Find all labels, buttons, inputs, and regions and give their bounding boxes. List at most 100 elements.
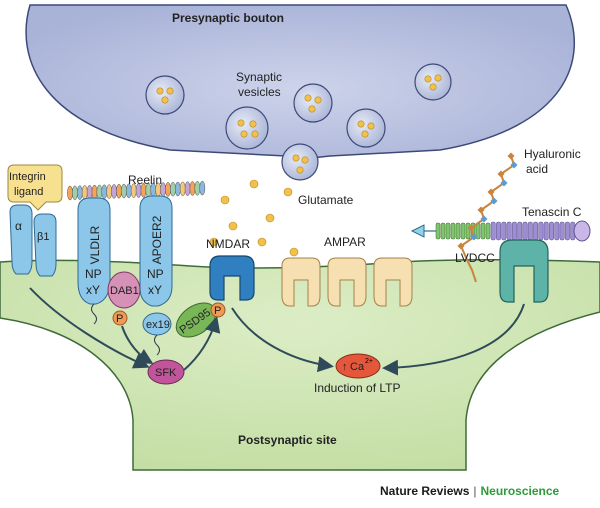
tenascin-egf-segment — [435, 222, 441, 240]
tenascin-fn-segment — [496, 221, 501, 241]
postsynaptic-site-label: Postsynaptic site — [238, 433, 337, 447]
hyaluronic-acid: Hyaluronic acid — [457, 147, 581, 283]
reelin-segment — [184, 181, 191, 196]
journal-credit: Nature Reviews|Neuroscience — [380, 484, 559, 498]
dab1: DAB1 P — [107, 271, 141, 326]
hyaluronic-unit — [480, 215, 488, 223]
calcium-up-arrow: ↑ — [342, 361, 348, 373]
reelin-segment — [179, 181, 186, 197]
hyaluronic-unit — [477, 206, 485, 214]
arrow-dab1-to-sfk — [121, 325, 154, 365]
vesicle — [293, 83, 333, 123]
ampar-label: AMPAR — [324, 235, 366, 249]
induction-ltp-label: Induction of LTP — [314, 381, 401, 395]
arrow-nmdar-to-calcium — [231, 307, 334, 373]
credit-separator: | — [473, 484, 477, 498]
tenascin-fn-segment — [538, 221, 544, 241]
reelin-segment — [72, 185, 78, 201]
ampar-receptor — [327, 257, 367, 307]
apoer2-label: APOER2 — [150, 215, 164, 264]
hyaluronic-unit — [497, 170, 505, 178]
vesicle — [145, 75, 185, 115]
hyaluronic-unit — [510, 161, 518, 169]
reelin-segment — [101, 184, 108, 199]
reelin-segment — [121, 183, 127, 199]
apoer2-xy-label: xY — [148, 283, 162, 297]
hyaluronic-acid-label-1: Hyaluronic — [524, 147, 581, 161]
lvdcc: LVDCC — [455, 239, 549, 303]
journal-name: Nature Reviews — [380, 484, 470, 498]
hyaluronic-unit — [490, 197, 498, 205]
tenascin-egf-segment — [445, 222, 451, 240]
tenascin-fn-segment — [506, 221, 512, 241]
tenascin-fn-segment — [559, 221, 565, 241]
glutamate-label: Glutamate — [298, 193, 354, 207]
tenascin-egf-segment — [455, 222, 461, 240]
arrow-lvdcc-to-calcium — [382, 303, 525, 376]
integrin-ligand-label-1: Integrin — [9, 171, 46, 183]
calcium-ltp: ↑ Ca 2+ Induction of LTP — [314, 353, 401, 395]
tenascin-fn-segment — [533, 221, 539, 241]
ampar-receptor — [281, 257, 321, 307]
reelin-segment — [189, 181, 196, 196]
tenascin-fn-segment — [527, 221, 533, 241]
vldlr-label: VLDLR — [88, 225, 102, 264]
lvdcc-label: LVDCC — [455, 251, 495, 265]
reelin-segment — [106, 184, 113, 199]
nmdar-phospho-label: P — [214, 305, 221, 317]
calcium-charge-label: 2+ — [365, 358, 373, 365]
tenascin-fn-segment — [543, 221, 549, 241]
tenascin-egf-segment — [465, 222, 471, 240]
vesicle — [414, 63, 452, 101]
vldlr-xy-label: xY — [86, 283, 100, 297]
tenascin-c: Tenascin C — [410, 205, 591, 242]
arrow-integrin-to-sfk — [29, 287, 150, 369]
integrin: Integrin ligand α β1 — [7, 164, 63, 277]
hyaluronic-unit — [500, 179, 508, 187]
reelin-segment — [194, 181, 201, 196]
tenascin-fn-segment — [549, 221, 554, 241]
integrin-ligand-label-2: ligand — [14, 186, 43, 198]
apoer2-np-label: NP — [147, 267, 164, 281]
dab1-phospho-label: P — [116, 313, 123, 325]
tenascin-c-label: Tenascin C — [522, 205, 582, 219]
calcium-label: Ca — [350, 361, 365, 373]
hyaluronic-unit — [467, 224, 475, 232]
vesicle — [346, 108, 386, 148]
sfk-label: SFK — [155, 367, 177, 379]
tenascin-fn-segment — [490, 221, 496, 241]
tenascin-egf-segment — [450, 222, 456, 240]
reelin: Reelin — [67, 173, 206, 201]
nmdar-label: NMDAR — [206, 237, 250, 251]
sfk: SFK — [147, 359, 185, 385]
reelin-segment — [165, 182, 171, 197]
synaptic-vesicles-label-1: Synaptic — [236, 70, 282, 84]
reelin-segment — [76, 185, 83, 200]
signal-arrows — [29, 287, 525, 376]
hyaluronic-unit — [457, 242, 465, 250]
reelin-segment — [81, 185, 88, 200]
hyaluronic-acid-label-2: acid — [526, 162, 548, 176]
apoer2-receptor: APOER2 NP xY ex19 — [139, 195, 173, 356]
journal-subject: Neuroscience — [480, 484, 560, 498]
tenascin-egf-segment — [460, 222, 466, 240]
tenascin-fn-segment — [511, 221, 517, 241]
arrow-sfk-to-nmdar — [183, 316, 221, 371]
reelin-segment — [67, 185, 73, 201]
vldlr-np-label: NP — [85, 267, 102, 281]
hyaluronic-unit — [507, 152, 515, 160]
synaptic-vesicles: Synaptic vesicles — [145, 63, 452, 181]
nmdar: P NMDAR — [206, 237, 255, 318]
reelin-segment — [86, 185, 93, 200]
fusing-vesicle — [281, 143, 319, 181]
reelin-segment — [91, 184, 98, 200]
tenascin-fn-segment — [554, 221, 560, 241]
tenascin-fn-segment — [522, 221, 528, 241]
dab1-label: DAB1 — [110, 285, 139, 297]
beta1-subunit-label: β1 — [37, 231, 49, 243]
vldlr-receptor: VLDLR NP xY — [77, 197, 111, 325]
alpha-subunit-label: α — [15, 219, 22, 233]
ampar-receptor — [373, 257, 413, 307]
tenascin-egf-segment — [480, 222, 486, 240]
